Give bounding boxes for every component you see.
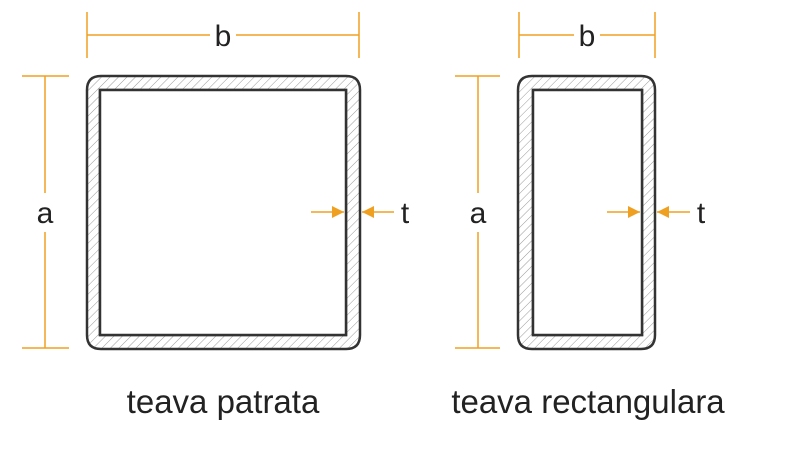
rect-height-label: a [470, 197, 487, 230]
square-height-dimension [22, 75, 69, 349]
square-tube-inner [98, 88, 348, 337]
square-width-dimension [86, 12, 360, 58]
square-height-label: a [37, 197, 54, 230]
rect-thickness-label: t [697, 197, 706, 230]
rect-tube-caption: teava rectangulara [451, 383, 725, 420]
square-width-label: b [215, 20, 232, 53]
square-tube-caption: teava patrata [127, 383, 320, 420]
rect-tube: b a t teava rectangulara [451, 12, 725, 420]
rect-width-dimension [518, 12, 656, 58]
rect-width-label: b [579, 20, 596, 53]
rect-height-dimension [455, 75, 500, 349]
rect-tube-inner [531, 88, 644, 337]
square-thickness-label: t [401, 197, 410, 230]
square-tube: b a t teava patrata [22, 12, 410, 420]
